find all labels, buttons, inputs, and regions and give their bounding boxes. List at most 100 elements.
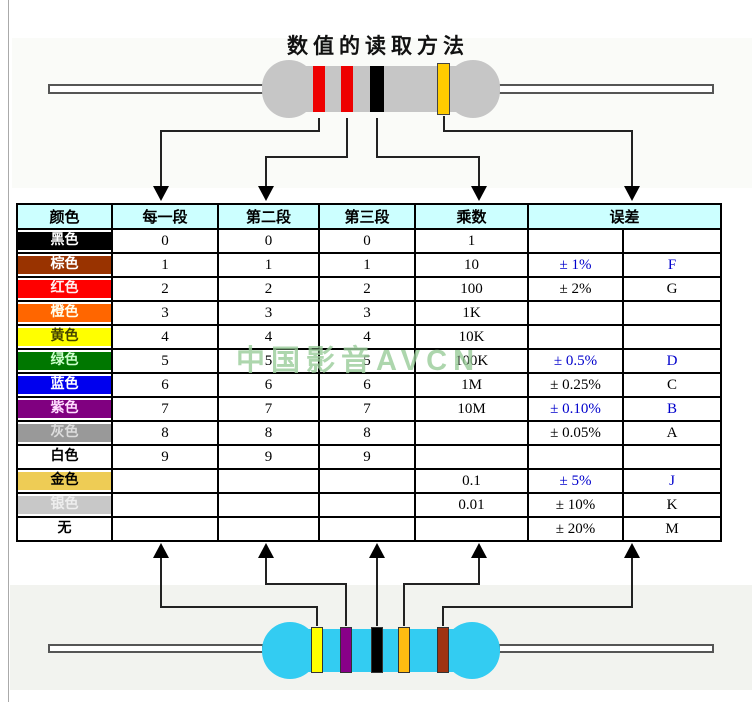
cell-color-swatch: 黄色: [16, 324, 113, 350]
cell-multiplier: 10M: [414, 396, 529, 422]
cell-band3: [318, 516, 416, 542]
cell-band3: 5: [318, 348, 416, 374]
cell-band2: 3: [217, 300, 320, 326]
arrow-bottom-band5: [442, 557, 633, 626]
arrowhead-up-icon: [471, 543, 487, 558]
color-swatch-label: 绿色: [18, 352, 111, 370]
cell-color-swatch: 灰色: [16, 420, 113, 446]
cell-tolerance: ± 0.10%: [527, 396, 624, 422]
arrow-top-band4: [443, 116, 633, 187]
cell-code-letter: [622, 324, 722, 350]
col-header-tolerance: 误差: [527, 203, 722, 230]
cell-band2: [217, 516, 320, 542]
cell-color-swatch: 无: [16, 516, 113, 542]
cell-band2: 1: [217, 252, 320, 278]
arrowhead-up-icon: [369, 543, 385, 558]
arrow-bottom-band4: [403, 557, 480, 626]
cell-multiplier: [414, 420, 529, 446]
col-header-multiplier: 乘数: [414, 203, 529, 230]
bottom-resistor-lead-right: [498, 644, 714, 653]
cell-tolerance: ± 0.25%: [527, 372, 624, 398]
cell-multiplier: 10: [414, 252, 529, 278]
cell-band3: 9: [318, 444, 416, 470]
cell-band1: 3: [111, 300, 219, 326]
cell-color-swatch: 银色: [16, 492, 113, 518]
cell-code-letter: B: [622, 396, 722, 422]
background-panel-top: [12, 38, 752, 188]
top-resistor-band-red-1: [313, 66, 325, 112]
cell-code-letter: [622, 444, 722, 470]
cell-band1: 2: [111, 276, 219, 302]
cell-color-swatch: 绿色: [16, 348, 113, 374]
cell-band3: [318, 468, 416, 494]
col-header-band1: 每一段: [111, 203, 219, 230]
page-title: 数值的读取方法: [287, 35, 469, 58]
cell-band1: 4: [111, 324, 219, 350]
cell-tolerance: [527, 300, 624, 326]
cell-tolerance: ± 1%: [527, 252, 624, 278]
cell-band3: 1: [318, 252, 416, 278]
arrow-bottom-band2: [265, 557, 347, 626]
cell-multiplier: 100: [414, 276, 529, 302]
cell-band1: 9: [111, 444, 219, 470]
cell-band3: 6: [318, 372, 416, 398]
bottom-resistor-band-brown: [437, 627, 449, 673]
cell-band1: 0: [111, 228, 219, 254]
left-edge-line: [8, 0, 9, 702]
table-row: 无± 20%M: [16, 516, 722, 542]
cell-color-swatch: 黑色: [16, 228, 113, 254]
cell-tolerance: [527, 444, 624, 470]
cell-color-swatch: 蓝色: [16, 372, 113, 398]
cell-band2: 7: [217, 396, 320, 422]
top-resistor-lead-right: [498, 84, 714, 94]
cell-code-letter: D: [622, 348, 722, 374]
cell-band2: 4: [217, 324, 320, 350]
arrowhead-down-icon: [624, 186, 640, 201]
arrow-lines: [160, 116, 633, 626]
color-swatch-label: 灰色: [18, 424, 111, 442]
arrow-top-band2: [265, 118, 348, 187]
cell-band2: 0: [217, 228, 320, 254]
top-resistor-band-black: [370, 66, 384, 112]
color-swatch-label: 棕色: [18, 256, 111, 274]
col-header-color: 颜色: [16, 203, 113, 230]
arrowhead-down-icon: [153, 186, 169, 201]
cell-tolerance: ± 10%: [527, 492, 624, 518]
cell-band1: [111, 468, 219, 494]
bottom-resistor-band-purple: [340, 627, 352, 673]
col-header-band2: 第二段: [217, 203, 320, 230]
cell-code-letter: M: [622, 516, 722, 542]
cell-color-swatch: 紫色: [16, 396, 113, 422]
color-swatch-label: 金色: [18, 472, 111, 490]
cell-tolerance: [527, 228, 624, 254]
bottom-resistor-band-yellow: [311, 627, 323, 673]
arrowhead-up-icon: [624, 543, 640, 558]
cell-band1: 1: [111, 252, 219, 278]
bottom-resistor-band-black: [371, 627, 383, 673]
cell-band3: 8: [318, 420, 416, 446]
cell-color-swatch: 红色: [16, 276, 113, 302]
cell-color-swatch: 白色: [16, 444, 113, 470]
cell-band2: [217, 468, 320, 494]
color-swatch-label: 黑色: [18, 232, 111, 250]
cell-multiplier: 0.01: [414, 492, 529, 518]
cell-tolerance: ± 0.5%: [527, 348, 624, 374]
cell-multiplier: [414, 444, 529, 470]
cell-tolerance: ± 5%: [527, 468, 624, 494]
cell-band1: 7: [111, 396, 219, 422]
cell-multiplier: 0.1: [414, 468, 529, 494]
cell-tolerance: ± 2%: [527, 276, 624, 302]
cell-multiplier: 1M: [414, 372, 529, 398]
color-swatch-label: 橙色: [18, 304, 111, 322]
cell-color-swatch: 金色: [16, 468, 113, 494]
